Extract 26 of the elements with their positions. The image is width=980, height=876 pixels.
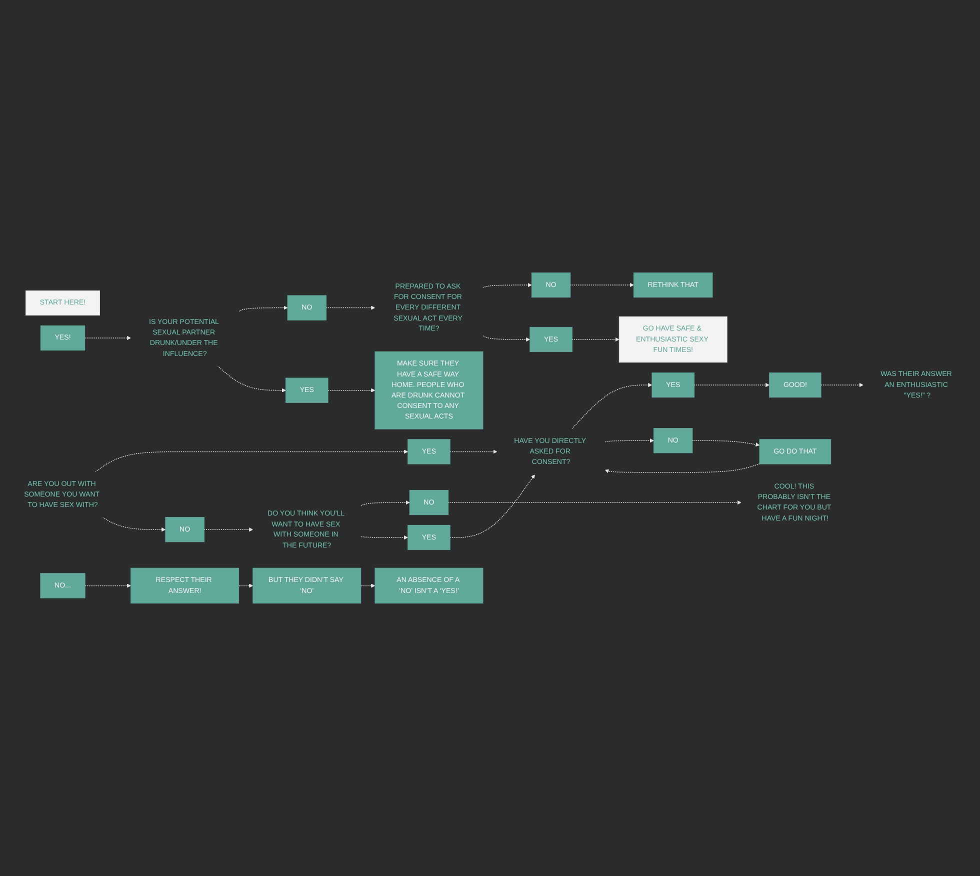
arrow — [570, 282, 634, 288]
arrow — [448, 500, 742, 505]
arrow — [692, 440, 760, 447]
arrow — [94, 450, 408, 472]
arrow — [820, 382, 864, 388]
arrow — [360, 500, 410, 506]
arrow — [360, 535, 408, 540]
arrow — [482, 335, 530, 342]
arrow — [360, 584, 376, 588]
arrow — [326, 306, 376, 310]
arrow — [84, 584, 132, 588]
arrow — [450, 450, 498, 454]
arrow — [482, 282, 532, 288]
arrow — [102, 517, 166, 532]
arrow — [572, 382, 652, 430]
arrow — [450, 474, 535, 538]
arrow — [604, 463, 760, 474]
arrow — [238, 306, 288, 312]
arrow — [694, 382, 770, 388]
arrow — [217, 366, 286, 392]
arrow — [328, 388, 376, 392]
arrow — [572, 337, 620, 342]
arrow — [204, 528, 254, 532]
arrow — [604, 438, 654, 443]
arrow — [84, 336, 132, 340]
arrow — [238, 584, 254, 588]
